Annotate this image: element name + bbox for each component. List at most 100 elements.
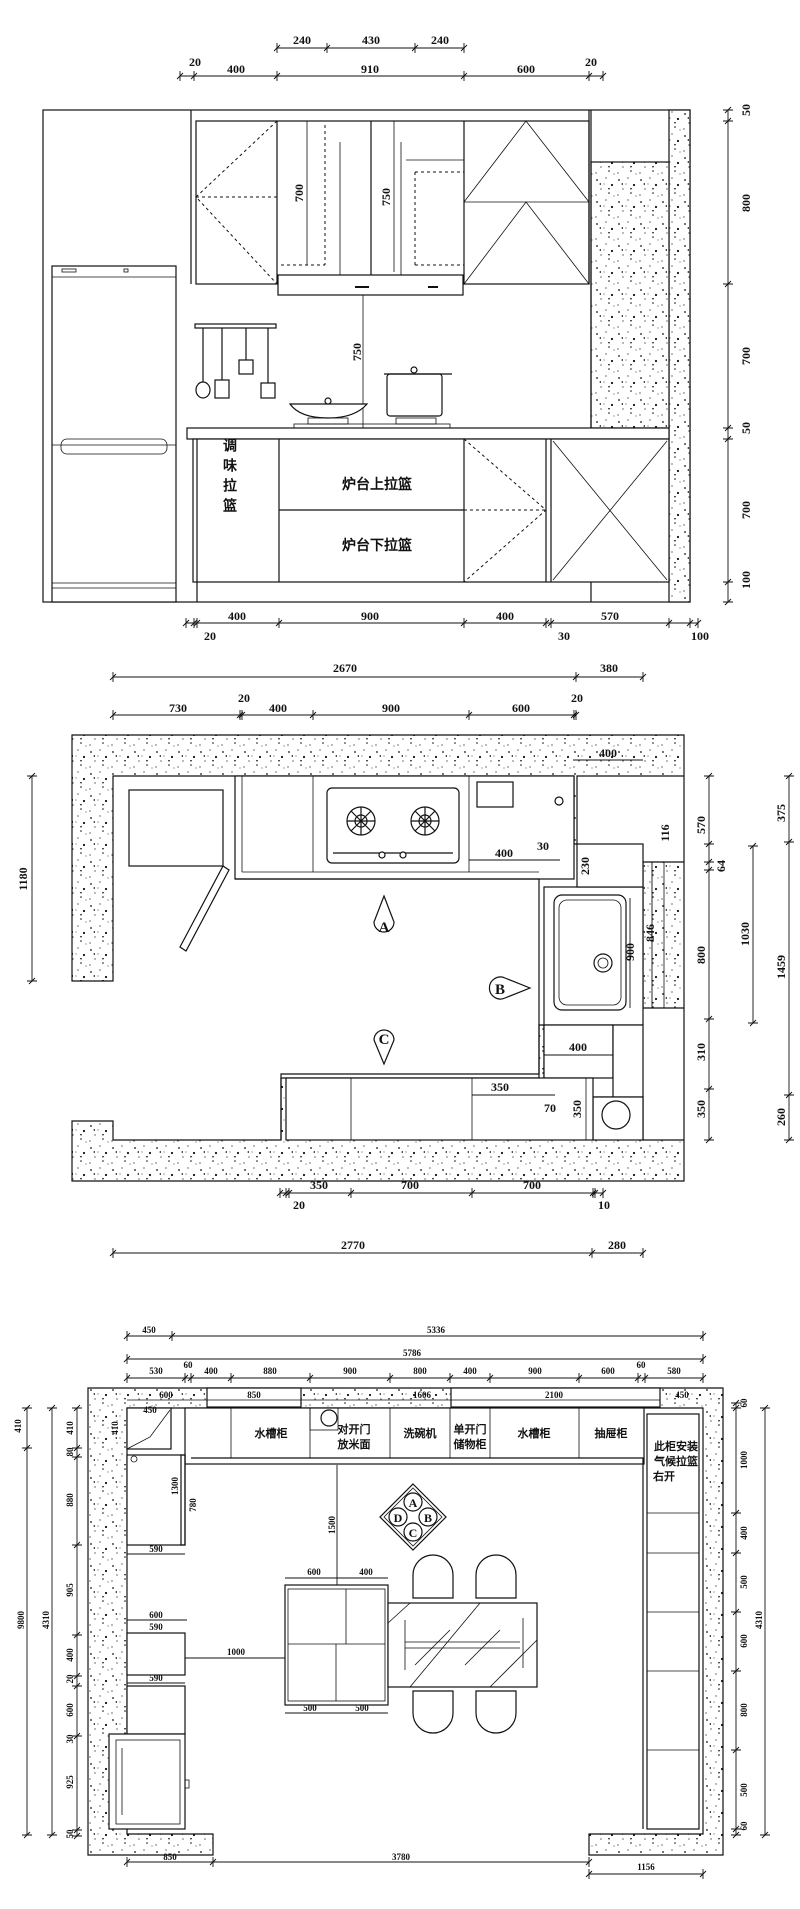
gas-stove [326, 787, 460, 864]
dimension-tick [209, 1857, 217, 1867]
dimension-tick [72, 1404, 82, 1412]
dimension-tick [704, 1015, 714, 1023]
dim: 400 [269, 701, 287, 715]
dimension-tick [784, 1091, 794, 1099]
dimension-tick [72, 1672, 82, 1680]
top-cabinet-run [234, 775, 575, 880]
burner-icon [346, 806, 376, 836]
dimension-tick [784, 838, 794, 846]
dimension-tick [599, 71, 607, 81]
dim: 20 [65, 1674, 75, 1684]
dimension-tick [47, 1831, 57, 1839]
dim: 400 [569, 1040, 587, 1054]
dim: 600 [307, 1567, 321, 1577]
svg-text:B: B [495, 982, 505, 998]
kitchen-island: 1500 1000 600 400 500 500 [185, 1465, 389, 1714]
dim: 580 [667, 1366, 681, 1376]
dimension-tick [123, 1331, 131, 1341]
dim-750-hood: 750 [350, 343, 364, 361]
dimension-tick [572, 672, 580, 682]
dim: 905 [65, 1583, 75, 1597]
dim: 380 [600, 661, 618, 675]
dimension-tick [123, 1373, 131, 1383]
dimension-tick [109, 672, 117, 682]
room-outline [235, 878, 540, 1140]
dimension-tick [282, 1188, 290, 1198]
tall-cabinet-note: 此柜安装 [654, 1439, 698, 1453]
label-drawer-cabinet: 抽屉柜 [595, 1426, 628, 1440]
dimension-tick [176, 71, 184, 81]
label-sink-cabinet: 水槽柜 [255, 1426, 288, 1440]
dimension-tick [639, 672, 647, 682]
dimension-tick [731, 1746, 741, 1754]
dimension-tick [723, 106, 733, 114]
dimension-tick [285, 1188, 293, 1198]
dimension-tick [123, 1857, 131, 1867]
svg-text:A: A [379, 920, 390, 936]
dimension-tick [47, 1404, 57, 1412]
dim: 400 [227, 62, 245, 76]
compass-b: B [424, 1511, 432, 1525]
dim: 570 [694, 816, 708, 834]
dim: 310 [694, 1043, 708, 1061]
dim: 846 [643, 924, 657, 942]
tall-cabinet-note: 右开 [652, 1469, 675, 1483]
dim: 925 [65, 1775, 75, 1789]
dim: 20 [571, 691, 583, 705]
dimension-tick [309, 710, 317, 720]
dimension-tick [465, 710, 473, 720]
dim: 400 [463, 1366, 477, 1376]
dim: 800 [413, 1366, 427, 1376]
dimension-tick [731, 1399, 741, 1407]
dimension-tick [731, 1549, 741, 1557]
dimension-tick [723, 435, 733, 443]
dim: 530 [149, 1366, 163, 1376]
dim: 60 [184, 1360, 194, 1370]
label-stove-upper-basket: 炉台上拉篮 [342, 476, 412, 493]
dim: 900 [382, 701, 400, 715]
dimension-tick [72, 1732, 82, 1740]
dim: 700 [739, 347, 753, 365]
layout-top-cabinets: 水槽柜 对开门 放米面 洗碗机 单开门 储物柜 水槽柜 抽屉柜 [184, 1407, 645, 1465]
label-storage-cabinet: 储物柜 [454, 1437, 487, 1451]
elevation-view: 700 750 750 [42, 33, 753, 643]
base-cabinets: 调味拉篮 炉台上拉篮 炉台下拉篮 [192, 438, 670, 602]
dimension-tick [547, 618, 555, 628]
dim: 2100 [545, 1390, 564, 1400]
dim: 5336 [427, 1325, 446, 1335]
dim: 116 [658, 824, 672, 841]
bottom-cabinet-run [285, 1077, 631, 1141]
dim: 4310 [754, 1611, 764, 1630]
dim: 1156 [637, 1862, 655, 1872]
dim: 500 [739, 1575, 749, 1589]
dim: 1000 [739, 1451, 749, 1470]
dimension-tick [585, 71, 593, 81]
dim: 100 [691, 629, 709, 643]
layout-left-cabinets: 450 410 1300 780 590 600 590 590 [108, 1405, 198, 1830]
dim: 430 [362, 33, 380, 47]
dimension-tick [731, 1509, 741, 1517]
dimension-tick [699, 1331, 707, 1341]
compass-a: A [409, 1496, 418, 1510]
dim: 700 [401, 1178, 419, 1192]
dimension-tick [182, 618, 190, 628]
sink-cabinet [543, 843, 684, 1141]
svg-text:C: C [379, 1032, 390, 1048]
wall-segment-850 [206, 1387, 302, 1408]
dimension-tick [347, 1188, 355, 1198]
dimension-tick [22, 1404, 32, 1412]
dimension-tick [275, 618, 283, 628]
dimension-tick [748, 1019, 758, 1027]
dim: 400 [495, 846, 513, 860]
dimension-tick [731, 1608, 741, 1616]
dimension-tick [639, 1248, 647, 1258]
dim: 400 [599, 746, 617, 760]
dimension-tick [704, 1136, 714, 1144]
dim: 600 [149, 1610, 163, 1620]
dim: 60 [739, 1398, 749, 1408]
dimension-tick [72, 1444, 82, 1452]
dim: 590 [149, 1544, 163, 1554]
dimension-tick [699, 1354, 707, 1364]
